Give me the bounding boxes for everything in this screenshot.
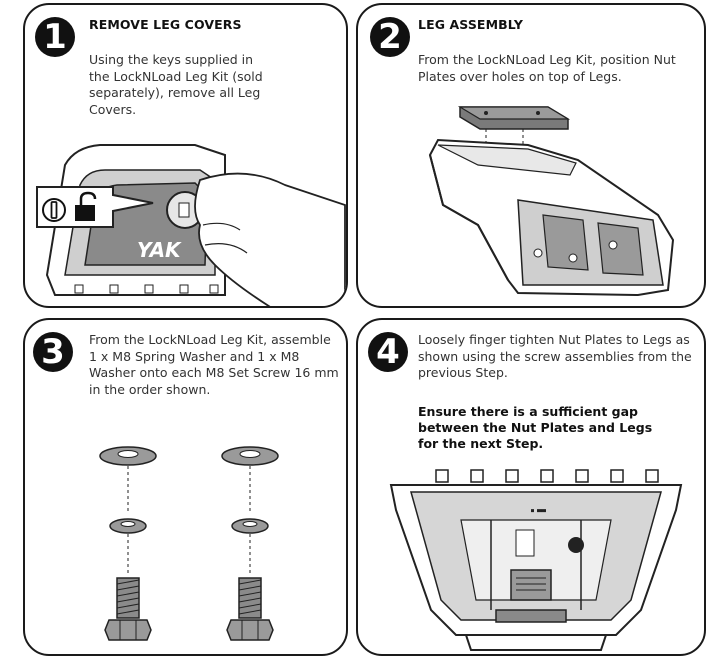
step-2-body: From the LockNLoad Leg Kit, position Nut… — [418, 52, 676, 84]
lock-open-icon — [75, 191, 97, 221]
step-2-panel: 2 LEG ASSEMBLY From the LockNLoad Leg Ki… — [356, 3, 706, 308]
step-4-number: 4 — [368, 332, 408, 372]
step-2-title: LEG ASSEMBLY — [418, 17, 524, 32]
step-1-title: REMOVE LEG COVERS — [89, 17, 242, 32]
step-4-note: Ensure there is a sufficient gap between… — [418, 404, 653, 451]
washer-stack-illustration — [99, 446, 279, 641]
step-1-panel: 1 REMOVE LEG COVERS Using the keys suppl… — [23, 3, 348, 308]
leg-with-nut-plate-illustration: ■ ■■■ — [389, 469, 683, 651]
step-4-body: Loosely finger tighten Nut Plates to Leg… — [418, 332, 692, 380]
leg-assembly-illustration — [428, 106, 675, 297]
screw-assembly-left — [99, 446, 157, 641]
step-1-number: 1 — [35, 17, 75, 57]
svg-text:■ ■■■: ■ ■■■ — [531, 508, 546, 514]
screw-assembly-right — [221, 446, 279, 641]
step-3-number: 3 — [33, 332, 73, 372]
step-2-number: 2 — [370, 17, 410, 57]
step-1-body: Using the keys supplied in the LockNLoad… — [89, 52, 263, 117]
step-3-body: From the LockNLoad Leg Kit, assemble 1 x… — [89, 332, 339, 397]
brand-logo: YAK — [137, 238, 182, 262]
key-icon — [42, 198, 66, 222]
step-3-panel: 3 From the LockNLoad Leg Kit, assemble 1… — [23, 318, 348, 656]
step-4-panel: 4 Loosely finger tighten Nut Plates to L… — [356, 318, 706, 656]
